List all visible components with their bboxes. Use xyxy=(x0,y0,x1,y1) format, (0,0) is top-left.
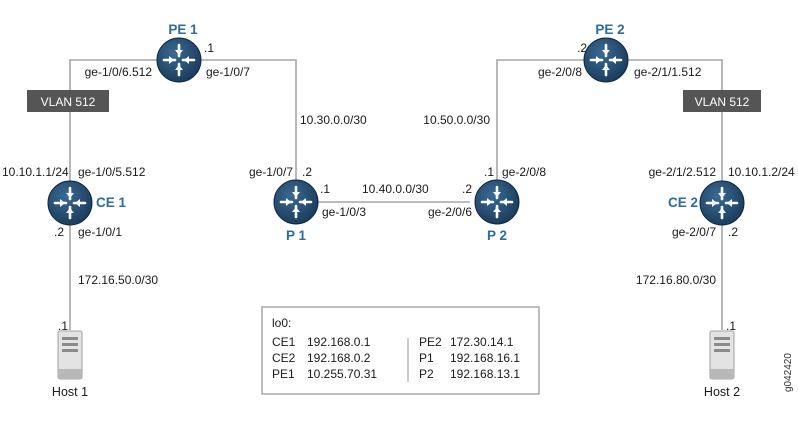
router-pe1-icon[interactable] xyxy=(155,36,203,84)
loopback-ip: 172.30.14.1 xyxy=(450,335,514,349)
link-ce1-pe1 xyxy=(69,59,158,190)
host1-address: .1 xyxy=(58,319,68,333)
link-p2-pe2 xyxy=(496,59,585,180)
loopback-table: lo0: CE1 192.168.0.1 CE2 192.168.0.2 PE1… xyxy=(261,306,540,395)
vlan-label-left: VLAN 512 xyxy=(41,95,96,109)
loopback-ip: 192.168.0.1 xyxy=(307,335,371,349)
p1-interface-right: ge-1/0/3 xyxy=(322,205,366,219)
p2-address-top: .1 xyxy=(484,165,494,179)
ce2-ip: 10.10.1.2/24 xyxy=(728,165,795,179)
p1-interface-top: ge-1/0/7 xyxy=(249,165,293,179)
p2-interface-top: ge-2/0/8 xyxy=(502,165,546,179)
loopback-name: PE1 xyxy=(272,367,295,381)
loopback-name: P2 xyxy=(419,367,434,381)
ce1-interface-top: ge-1/0/5.512 xyxy=(78,165,146,179)
network-host1: 172.16.50.0/30 xyxy=(78,273,158,287)
pe2-interface-right: ge-2/1/1.512 xyxy=(634,65,702,79)
router-ce1-icon[interactable] xyxy=(46,179,94,227)
p1-address-right: .1 xyxy=(320,182,330,196)
loopback-name: CE2 xyxy=(272,351,296,365)
host1-server-icon[interactable] xyxy=(57,330,83,380)
vlan-box-right: VLAN 512 xyxy=(683,90,761,112)
loopback-ip: 10.255.70.31 xyxy=(307,367,377,381)
router-p1-name: P 1 xyxy=(286,228,307,243)
ce2-address-bottom: .2 xyxy=(728,225,738,239)
vlan-label-right: VLAN 512 xyxy=(695,95,750,109)
ce1-ip: 10.10.1.1/24 xyxy=(2,165,69,179)
router-p1-icon[interactable] xyxy=(272,178,320,226)
link-pe2-ce2 xyxy=(628,59,723,190)
pe1-interface-right: ge-1/0/7 xyxy=(206,65,250,79)
pe1-interface-left: ge-1/0/6.512 xyxy=(85,65,153,79)
loopback-title: lo0: xyxy=(272,316,291,330)
loopback-ip: 192.168.0.2 xyxy=(307,351,371,365)
figure-id: g042420 xyxy=(783,353,794,392)
loopback-name: PE2 xyxy=(419,335,442,349)
pe2-interface-left: ge-2/0/8 xyxy=(538,65,582,79)
ce1-address-bottom: .2 xyxy=(54,225,64,239)
router-pe2-icon[interactable] xyxy=(582,36,630,84)
router-ce1-name: CE 1 xyxy=(96,195,127,210)
pe1-address: .1 xyxy=(204,41,214,55)
network-host2: 172.16.80.0/30 xyxy=(636,273,716,287)
loopback-ip: 192.168.13.1 xyxy=(450,367,520,381)
ce1-interface-bottom: ge-1/0/1 xyxy=(78,225,122,239)
network-pe2-p2: 10.50.0.0/30 xyxy=(423,113,490,127)
ce2-interface-top: ge-2/1/2.512 xyxy=(649,165,717,179)
pe2-address: .2 xyxy=(577,41,587,55)
loopback-name: P1 xyxy=(419,351,434,365)
network-pe1-p1: 10.30.0.0/30 xyxy=(300,113,367,127)
router-pe1-name: PE 1 xyxy=(168,22,198,37)
loopback-ip: 192.168.16.1 xyxy=(450,351,520,365)
router-ce2-name: CE 2 xyxy=(668,195,698,210)
vlan-box-left: VLAN 512 xyxy=(27,90,109,112)
host2-name: Host 2 xyxy=(704,385,740,399)
router-p2-name: P 2 xyxy=(487,228,507,243)
ce2-interface-bottom: ge-2/0/7 xyxy=(672,225,716,239)
network-p1-p2: 10.40.0.0/30 xyxy=(362,182,429,196)
host2-address: .1 xyxy=(726,319,736,333)
router-p2-icon[interactable] xyxy=(473,178,521,226)
host1-name: Host 1 xyxy=(52,385,88,399)
router-ce2-icon[interactable] xyxy=(698,179,746,227)
p2-interface-left: ge-2/0/6 xyxy=(428,205,472,219)
link-pe1-p1 xyxy=(200,59,297,187)
host2-server-icon[interactable] xyxy=(709,330,735,380)
p1-address-top: .2 xyxy=(302,165,312,179)
loopback-name: CE1 xyxy=(272,335,296,349)
p2-address-left: .2 xyxy=(462,182,472,196)
router-pe2-name: PE 2 xyxy=(595,22,624,37)
